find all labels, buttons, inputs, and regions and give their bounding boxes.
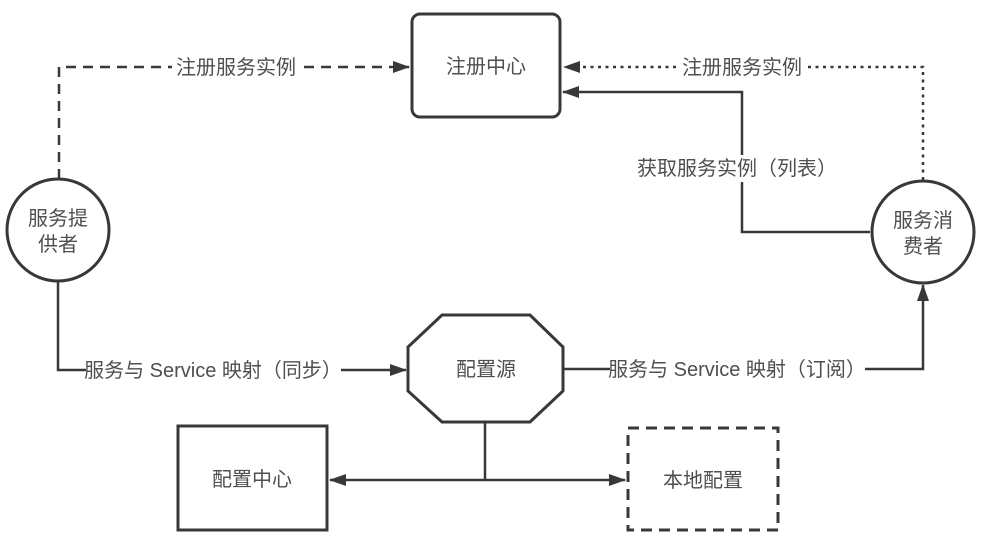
edge-label-sync-mapping: 服务与 Service 映射（同步） [84,359,342,382]
config-center-shape [176,424,329,532]
edge-provider-register [57,61,410,179]
config-source-shape [406,313,565,424]
edge-label-get-instances: 获取服务实例（列表） [637,157,837,180]
local-config-node: 本地配置 [626,426,780,532]
provider-shape [5,177,111,283]
edge-label-provider-register: 注册服务实例 [176,56,296,79]
edge-label-subscribe-mapping: 服务与 Service 映射（订阅） [608,358,866,381]
label-bg [172,54,300,80]
config-source-node: 配置源 [406,313,565,424]
provider-label-line2: 供者 [38,233,78,256]
config-source-label: 配置源 [456,358,516,381]
registry-label: 注册中心 [446,55,526,78]
consumer-node: 服务消 费者 [870,179,976,285]
label-bg [678,54,806,80]
edge-sync-mapping [56,281,407,376]
config-center-node: 配置中心 [176,424,329,532]
local-config-label: 本地配置 [663,469,743,492]
local-config-shape [626,426,780,532]
consumer-shape [870,179,976,285]
edge-label-consumer-register: 注册服务实例 [682,56,802,79]
provider-label-line1: 服务提 [28,207,88,230]
label-bg [610,356,865,383]
edge-consumer-register [563,61,925,180]
consumer-label-line2: 费者 [903,235,943,258]
label-bg [638,155,836,182]
registry-shape [410,12,562,119]
consumer-label-line1: 服务消 [893,209,953,232]
provider-node: 服务提 供者 [5,177,111,283]
label-bg [86,357,341,384]
registry-node: 注册中心 [410,12,562,119]
config-center-label: 配置中心 [212,468,292,491]
